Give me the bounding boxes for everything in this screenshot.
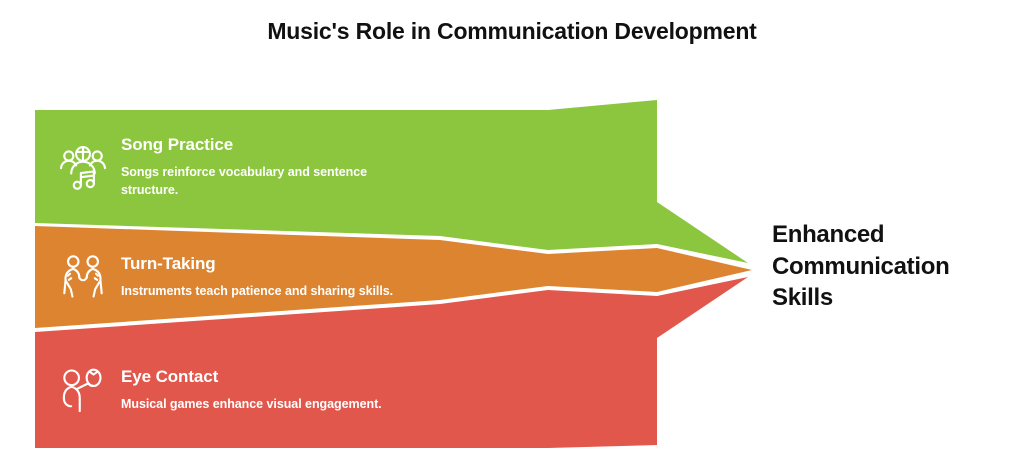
band-text-eye-contact: Eye Contact Musical games enhance visual… [121, 366, 382, 414]
band-turn-taking[interactable]: Turn-Taking Instruments teach patience a… [35, 226, 465, 328]
band-heading-turn-taking: Turn-Taking [121, 254, 216, 273]
band-song-practice[interactable]: Song Practice Songs reinforce vocabulary… [35, 110, 465, 223]
band-description-turn-taking: Instruments teach patience and sharing s… [121, 284, 394, 299]
band-text-turn-taking: Turn-Taking Instruments teach patience a… [121, 253, 393, 301]
band-shape-turn-taking [35, 226, 752, 328]
band-heading-eye-contact: Eye Contact [121, 367, 219, 386]
band-description-song-practice: Songs reinforce vocabulary and sentence … [121, 164, 368, 197]
band-shape-song-practice [35, 100, 748, 263]
band-eye-contact[interactable]: Eye Contact Musical games enhance visual… [35, 332, 475, 448]
band-shape-eye-contact [35, 277, 748, 448]
outcome-label: Enhanced Communication Skills [772, 221, 950, 312]
person-with-balloon-icon [55, 362, 111, 418]
page-title: Music's Role in Communication Developmen… [267, 18, 757, 44]
band-description-eye-contact: Musical games enhance visual engagement. [121, 397, 382, 412]
two-people-sharing-icon [55, 249, 111, 305]
group-singing-icon [55, 139, 111, 195]
band-heading-song-practice: Song Practice [121, 134, 234, 154]
band-text-song-practice: Song Practice Songs reinforce vocabulary… [121, 134, 421, 200]
